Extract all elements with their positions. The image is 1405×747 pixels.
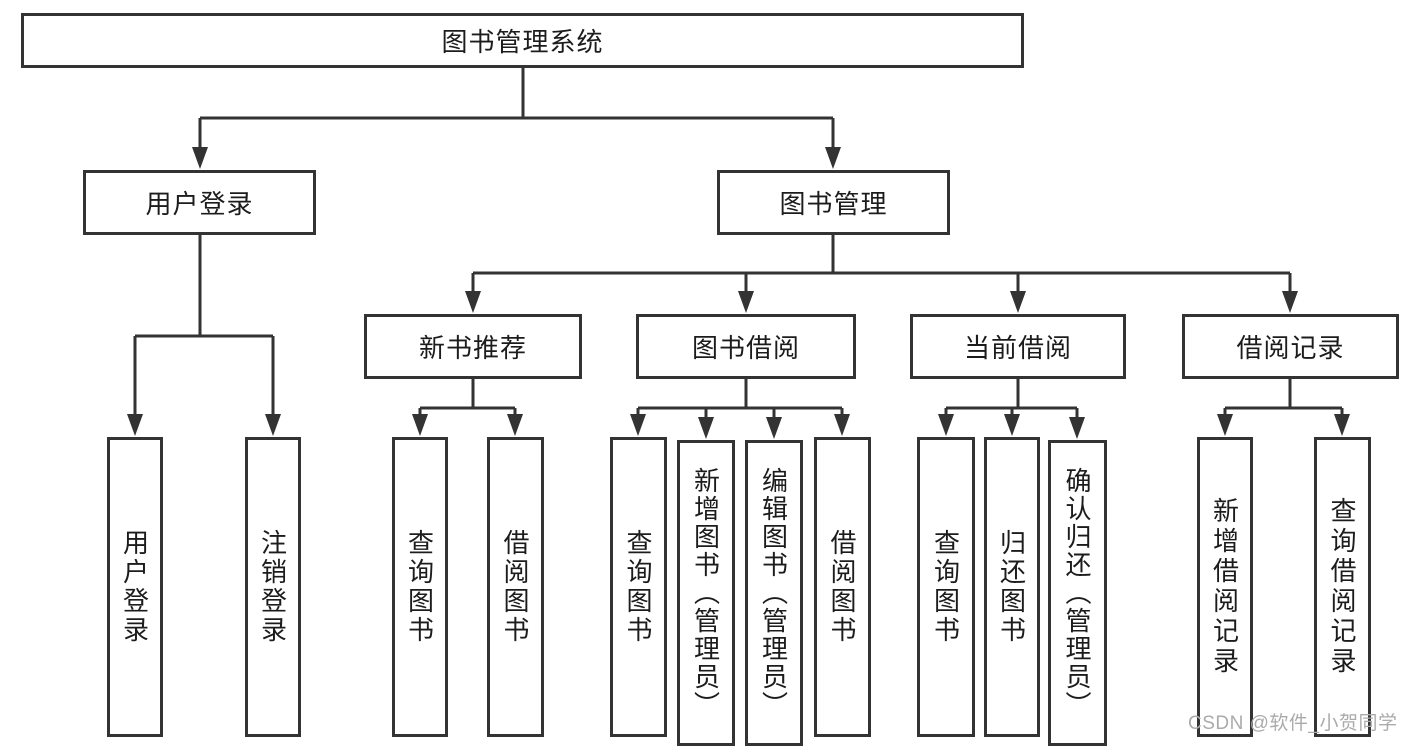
leaf-record-add-borrow-record: 新增借阅记录: [1197, 437, 1253, 737]
node-current-borrow: 当前借阅: [910, 314, 1126, 379]
leaf-user-login-label: 用户登录: [119, 529, 150, 645]
leaf-record-query-borrow-record-label: 查询借阅记录: [1327, 497, 1357, 677]
node-root-label: 图书管理系统: [441, 27, 604, 57]
leaf-record-query-borrow-record: 查询借阅记录: [1314, 437, 1371, 737]
leaf-borrow-edit-books-admin: 编辑图书（管理员）: [745, 440, 803, 746]
leaf-current-return-books: 归还图书: [984, 437, 1040, 737]
node-new-book-recommend: 新书推荐: [364, 314, 582, 379]
leaf-borrow-borrow-books: 借阅图书: [814, 437, 871, 737]
leaf-current-return-books-label: 归还图书: [996, 529, 1027, 645]
node-book-borrow-label: 图书借阅: [691, 333, 800, 363]
leaf-newbook-query-books-label: 查询图书: [404, 529, 435, 645]
leaf-borrow-add-books-admin-label: 新增图书（管理员）: [690, 467, 721, 719]
leaf-current-confirm-return-admin-label: 确认归还（管理员）: [1062, 467, 1092, 719]
node-book-borrow: 图书借阅: [636, 314, 856, 379]
leaf-borrow-add-books-admin: 新增图书（管理员）: [677, 440, 735, 746]
leaf-borrow-edit-books-admin-label: 编辑图书（管理员）: [758, 467, 789, 719]
node-new-book-recommend-label: 新书推荐: [418, 333, 527, 363]
leaf-newbook-borrow-books: 借阅图书: [487, 437, 544, 737]
node-book-management: 图书管理: [717, 170, 950, 235]
node-book-management-label: 图书管理: [779, 189, 888, 219]
leaf-logout: 注销登录: [245, 437, 301, 737]
leaf-logout-label: 注销登录: [257, 529, 288, 645]
leaf-record-add-borrow-record-label: 新增借阅记录: [1209, 497, 1240, 677]
node-borrow-record-label: 借阅记录: [1236, 333, 1345, 363]
csdn-watermark: CSDN @软件_小贺同学: [1188, 713, 1398, 734]
leaf-current-query-books: 查询图书: [917, 437, 975, 737]
tree-edge-lines: [133, 68, 1344, 420]
node-user-login: 用户登录: [83, 170, 316, 235]
leaf-borrow-query-books-label: 查询图书: [623, 529, 653, 645]
leaf-borrow-borrow-books-label: 借阅图书: [827, 529, 857, 645]
leaf-newbook-borrow-books-label: 借阅图书: [500, 529, 530, 645]
node-current-borrow-label: 当前借阅: [963, 333, 1072, 363]
leaf-user-login: 用户登录: [107, 437, 163, 737]
leaf-borrow-query-books: 查询图书: [610, 437, 667, 737]
node-borrow-record: 借阅记录: [1182, 314, 1399, 379]
node-root-system: 图书管理系统: [21, 13, 1024, 68]
node-user-login-label: 用户登录: [145, 189, 254, 219]
leaf-newbook-query-books: 查询图书: [392, 437, 448, 737]
leaf-current-query-books-label: 查询图书: [930, 529, 961, 645]
leaf-current-confirm-return-admin: 确认归还（管理员）: [1048, 440, 1107, 746]
